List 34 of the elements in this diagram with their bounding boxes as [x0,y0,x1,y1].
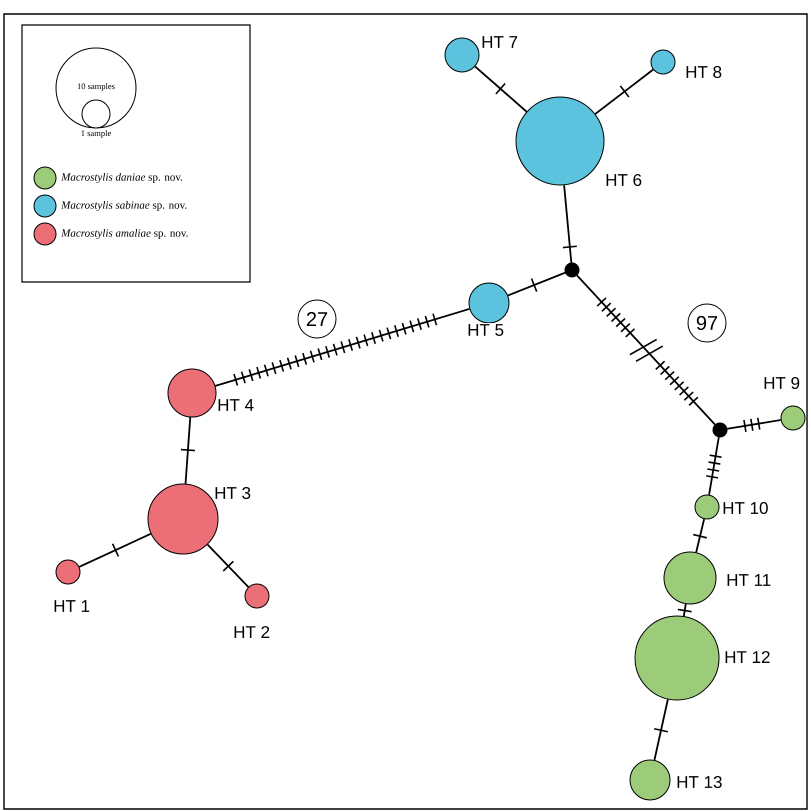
haplotype-link [576,274,716,426]
haplotype-link [594,68,654,115]
haplotype-link [215,308,470,387]
haplotype-link [562,185,577,263]
haplotype-label: HT 4 [216,398,256,412]
haplotype-label: HT 1 [52,599,92,613]
haplotype-link [727,418,781,432]
legend-label: Macrostylis amaliae sp. nov. [61,229,188,239]
haplotype-label: HT 11 [725,573,772,587]
haplotype-label: HT 5 [466,323,506,337]
haplotype-label: HT 9 [762,376,802,390]
haplotype-label: HT 2 [232,625,272,639]
haplotype-link [180,417,195,484]
haplotype-link [78,533,152,568]
haplotype-label: HT 3 [213,486,252,500]
haplotype-label: HT 12 [723,650,772,664]
haplotype-link [206,544,249,588]
haplotype-label: HT 13 [675,775,724,790]
haplotype-link [693,518,708,552]
haplotype-link [678,604,692,616]
haplotype-link [654,699,669,760]
haplotype-link [508,272,566,296]
legend-label: Macrostylis daniae sp. nov. [61,173,182,183]
legend-label: 10 samples [78,83,115,91]
haplotype-link [706,437,722,495]
haplotype-label: HT 8 [684,64,724,80]
haplotype-link [474,66,528,112]
haplotype-label: HT 6 [604,172,644,188]
haplotype-label: HT 10 [721,501,770,516]
legend-label: 1 sample [82,130,111,138]
haplotype-label: HT 7 [480,35,520,49]
median-vector-dot [712,422,728,438]
median-vector-dot [564,262,580,278]
legend-label: Macrostylis sabinae sp. nov. [61,201,186,211]
